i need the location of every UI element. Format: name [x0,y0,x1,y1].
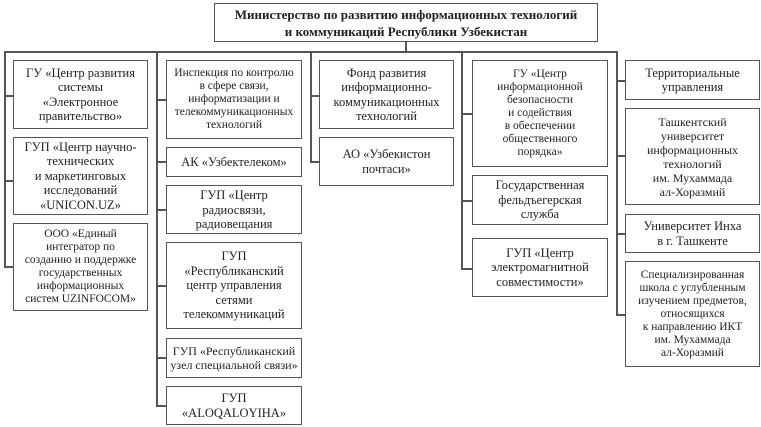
connector-line [616,51,618,315]
connector-line [616,80,626,82]
connector-line [4,180,14,182]
connector-line [4,51,6,267]
connector-line [156,209,167,211]
connector-line [461,51,463,269]
ministry-box: Министерство по развитию информационных … [214,3,598,42]
org-box-uzinfocom: ООО «Единый интегратор по созданию и под… [13,223,148,311]
org-box-uzbektelecom: АК «Узбектелеком» [166,147,302,177]
connector-line [156,285,167,287]
org-box-ict-fund: Фонд развития информационно- коммуникаци… [319,60,454,129]
org-box-radio-center: ГУП «Центр радиосвязи, радиовещания [166,185,302,234]
org-box-telecom-network-center: ГУП «Республиканский центр управления се… [166,242,302,329]
connector-line [405,42,407,52]
org-box-infosec-center: ГУ «Центр информационной безопасности и … [472,60,608,167]
org-box-uzbekistan-post: АО «Узбекистон почтаси» [319,137,454,186]
connector-line [616,233,626,235]
connector-line [616,155,626,157]
connector-line [4,95,14,97]
org-box-inha-university: Университет Инха в г. Ташкенте [625,214,760,253]
connector-line [310,51,312,162]
connector-line [156,161,167,163]
connector-line [310,161,320,163]
org-box-unicon: ГУП «Центр научно- технических и маркети… [13,137,148,215]
org-box-special-comm-node: ГУП «Республиканский узел специальной св… [166,338,302,378]
connector-line [4,266,14,268]
connector-line [156,51,158,406]
connector-line [461,200,473,202]
org-box-inspection: Инспекция по контролю в сфере связи, инф… [166,60,302,139]
org-box-courier-service: Государственная фельдъегерская служба [472,175,608,225]
connector-line [156,99,167,101]
org-box-ict-school: Специализированная школа с углубленным и… [625,261,760,367]
org-box-emc-center: ГУП «Центр электромагнитной совместимост… [472,238,608,297]
connector-line [461,268,473,270]
connector-line [156,357,167,359]
connector-line [461,113,473,115]
connector-line [310,95,320,97]
org-box-territorial-offices: Территориальные управления [625,60,760,100]
org-box-egov-center: ГУ «Центр развития системы «Электронное … [13,60,148,129]
org-box-tuit: Ташкентский университет информационных т… [625,108,760,205]
connector-line [616,314,626,316]
connector-line [156,405,167,407]
org-box-aloqaloyiha: ГУП «ALOQALOYIHA» [166,386,302,425]
